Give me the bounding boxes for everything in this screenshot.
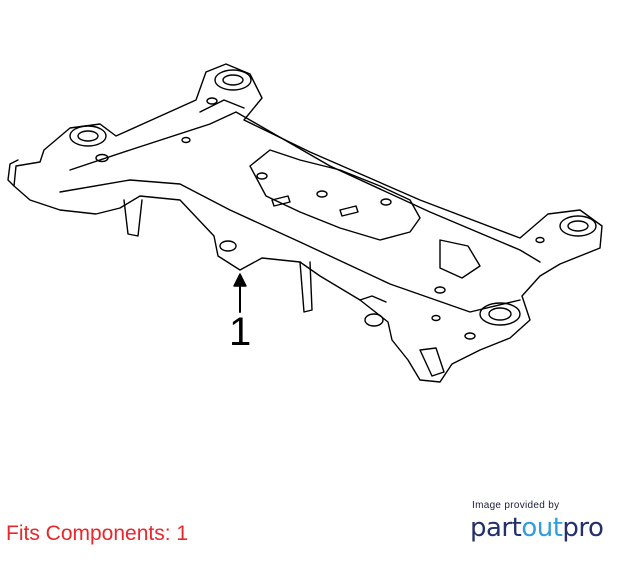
fits-components-text: Fits Components: 1 [6, 522, 189, 545]
subframe-diagram [7, 63, 603, 383]
deck-channel [249, 149, 481, 279]
mount-bushings [69, 69, 597, 326]
callout-leader [233, 273, 247, 313]
deck-holes [95, 97, 545, 340]
image-credit: Image provided by partoutpro [470, 500, 630, 543]
logo-out: out [521, 513, 563, 543]
callout-number: 1 [229, 310, 252, 354]
brackets [7, 159, 445, 377]
partoutpro-logo[interactable]: partoutpro [470, 513, 630, 543]
logo-part: part [470, 513, 522, 543]
credit-caption: Image provided by [472, 500, 560, 511]
subframe-outline [13, 63, 603, 383]
logo-pro: pro [562, 513, 604, 543]
